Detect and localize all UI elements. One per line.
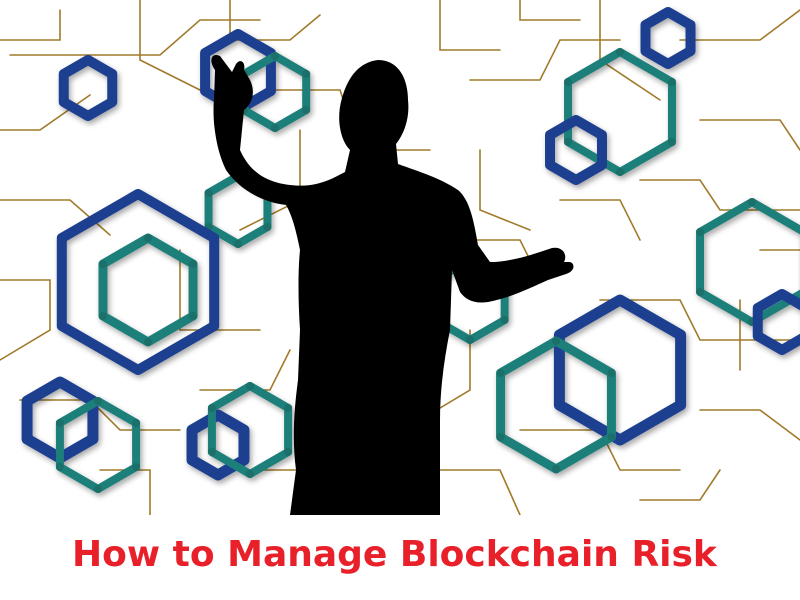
hexagon-node <box>667 138 676 146</box>
hexagon-node <box>607 369 616 377</box>
hexagon-node <box>696 288 705 296</box>
hexagon-15 <box>186 409 250 481</box>
hexagon-0 <box>58 55 118 121</box>
hexagon-node <box>607 433 616 441</box>
hexagon-node <box>748 198 756 206</box>
hexagon-node <box>284 448 293 456</box>
caption-bar: How to Manage Blockchain Risk <box>0 515 800 600</box>
hexagon-node <box>302 70 311 78</box>
hexagon-node <box>98 260 107 268</box>
hexagon-node <box>189 312 198 320</box>
hexagon-node <box>234 240 242 248</box>
hexagon-node <box>55 419 64 427</box>
hexagon-node <box>189 260 198 268</box>
hexagon-node <box>284 404 293 412</box>
hexagon-node <box>94 485 102 493</box>
hexagon-10 <box>752 289 800 355</box>
hexagon-node <box>271 52 279 60</box>
hexagon-node <box>564 78 573 86</box>
hexagon-3 <box>640 7 696 69</box>
hexagon-node <box>696 228 705 236</box>
hexagon-11 <box>553 294 687 446</box>
hexagon-5 <box>545 115 607 185</box>
hexagon-node <box>204 189 213 197</box>
hexagon-node <box>246 470 254 478</box>
hexagon-4 <box>564 48 676 176</box>
hexagon-16 <box>207 382 293 478</box>
hexagon-node <box>552 337 560 345</box>
hexagon-node <box>302 106 311 114</box>
hexagon-node <box>207 404 216 412</box>
hexagon-node <box>98 312 107 320</box>
hexagon-node <box>207 448 216 456</box>
hexagon-node <box>55 463 64 471</box>
hexagon-7 <box>56 189 220 375</box>
hexagon-node <box>246 382 254 390</box>
person-silhouette <box>211 54 574 515</box>
hexagon-node <box>496 369 505 377</box>
hexagon-node <box>616 168 624 176</box>
hexagon-9 <box>696 198 800 326</box>
hexagon-node <box>132 419 141 427</box>
hexagon-node <box>263 223 272 231</box>
hexagon-node <box>496 433 505 441</box>
hexagon-node <box>144 338 152 346</box>
hexagon-node <box>94 397 102 405</box>
hexagon-node <box>466 336 474 344</box>
hexagon-node <box>500 316 509 324</box>
hexagon-node <box>667 78 676 86</box>
hexagon-node <box>132 463 141 471</box>
hexagon-node <box>616 48 624 56</box>
blockchain-network-illustration <box>0 0 800 515</box>
caption-title: How to Manage Blockchain Risk <box>72 534 717 575</box>
hexagon-node <box>271 124 279 132</box>
hexagon-node <box>564 138 573 146</box>
hexagon-node <box>552 465 560 473</box>
hexagon-node <box>144 234 152 242</box>
